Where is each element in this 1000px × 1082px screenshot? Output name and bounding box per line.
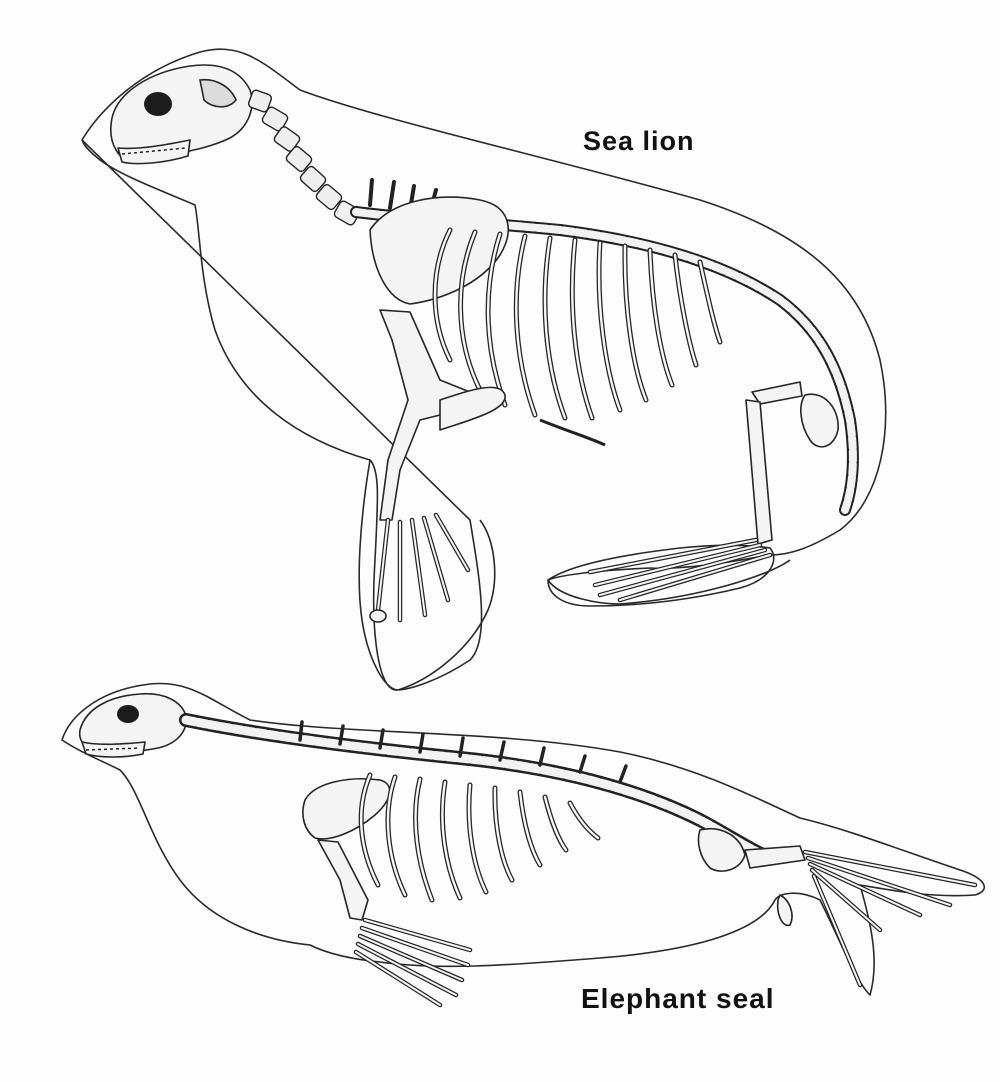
elephant-seal-skull [80, 694, 187, 757]
sea-lion-hind-flipper-outline [548, 545, 774, 606]
elephant-seal-ribs [361, 775, 598, 900]
elephant-seal-figure [62, 683, 984, 1005]
elephant-seal-hindlimb [698, 829, 975, 985]
sea-lion-skull [111, 65, 252, 164]
sea-lion-neck-vertebrae [248, 89, 362, 226]
elephant-seal-spine [186, 720, 770, 858]
sea-lion-hindlimb [590, 382, 838, 600]
sea-lion-label: Sea lion [583, 126, 695, 157]
elephant-seal-label: Elephant seal [581, 983, 775, 1015]
elephant-seal-scapula [303, 779, 390, 839]
sea-lion-foreleg [370, 310, 505, 622]
sea-lion-figure [82, 49, 886, 690]
